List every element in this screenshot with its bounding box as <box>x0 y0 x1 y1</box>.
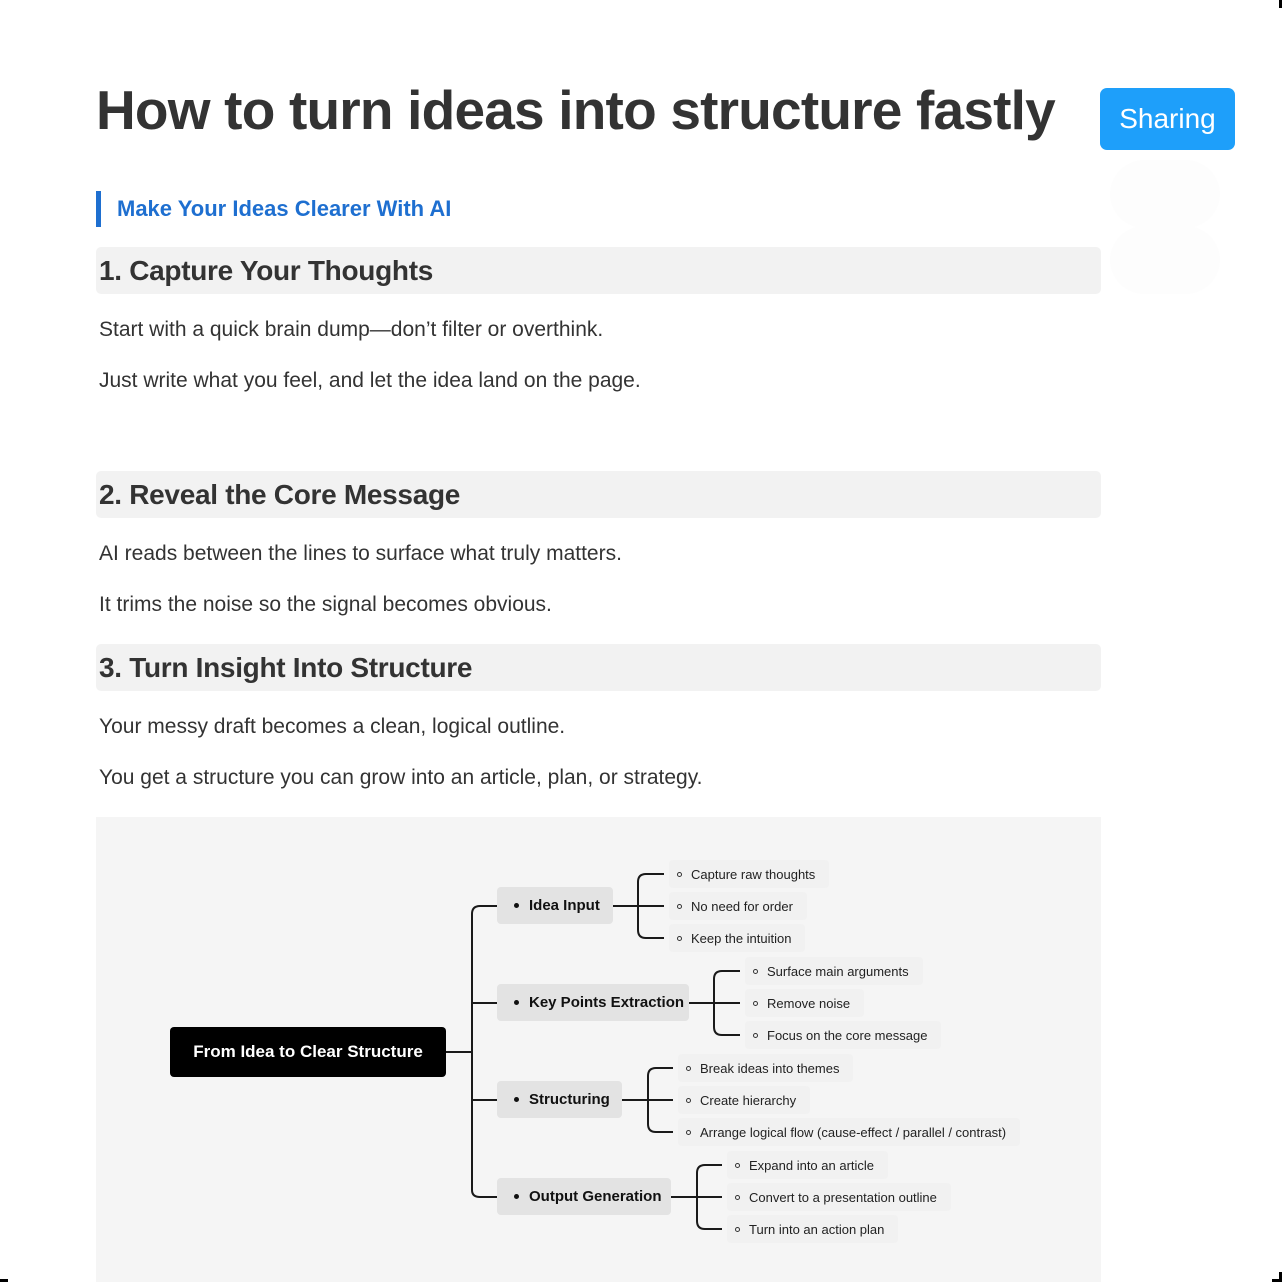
branch-structuring: Structuring <box>497 1081 622 1118</box>
crop-mark <box>1279 1272 1282 1282</box>
section-heading-text: 3. Turn Insight Into Structure <box>99 651 473 683</box>
leaf-label: Expand into an article <box>749 1157 875 1173</box>
leaf-node: Focus on the core message <box>745 1021 942 1049</box>
branch-idea-input: Idea Input <box>497 887 613 924</box>
circle-bullet-icon <box>677 935 682 941</box>
bullet-icon <box>514 1000 519 1005</box>
crop-mark <box>1279 0 1282 8</box>
bullet-icon <box>514 903 519 908</box>
leaf-label: Break ideas into themes <box>700 1060 840 1076</box>
branch-key-points-extraction: Key Points Extraction <box>497 984 689 1021</box>
paragraph: Just write what you feel, and let the id… <box>99 369 641 392</box>
leaf-label: Remove noise <box>767 995 851 1011</box>
paragraph: Your messy draft becomes a clean, logica… <box>99 715 566 738</box>
leaf-label: Convert to a presentation outline <box>749 1189 937 1205</box>
leaf-node: Remove noise <box>745 989 865 1017</box>
leaf-node: Break ideas into themes <box>678 1054 854 1082</box>
section-heading-2: 2. Reveal the Core Message <box>96 471 1101 518</box>
section-heading-3: 3. Turn Insight Into Structure <box>96 644 1101 691</box>
leaf-node: Expand into an article <box>727 1151 889 1179</box>
root-label: From Idea to Clear Structure <box>193 1042 423 1061</box>
paragraph: It trims the noise so the signal becomes… <box>99 593 552 616</box>
mindmap-root-node: From Idea to Clear Structure <box>170 1027 446 1077</box>
circle-bullet-icon <box>677 871 682 877</box>
leaf-label: Create hierarchy <box>700 1092 797 1108</box>
branch-label: Key Points Extraction <box>529 994 685 1011</box>
section-heading-text: 1. Capture Your Thoughts <box>99 254 433 286</box>
leaf-node: Convert to a presentation outline <box>727 1183 951 1211</box>
leaf-node: Create hierarchy <box>678 1086 811 1114</box>
crop-mark <box>1272 1279 1282 1282</box>
ghost-overlay <box>1110 226 1220 294</box>
branch-label: Output Generation <box>529 1188 662 1205</box>
circle-bullet-icon <box>686 1065 691 1071</box>
circle-bullet-icon <box>686 1097 691 1103</box>
leaf-node: Surface main arguments <box>745 957 923 985</box>
leaf-label: Capture raw thoughts <box>691 866 816 882</box>
circle-bullet-icon <box>735 1162 740 1168</box>
branch-output-generation: Output Generation <box>497 1178 671 1215</box>
leaf-label: Arrange logical flow (cause-effect / par… <box>700 1124 1007 1140</box>
leaf-label: Keep the intuition <box>691 930 792 946</box>
leaf-label: No need for order <box>691 898 793 914</box>
circle-bullet-icon <box>677 903 682 909</box>
circle-bullet-icon <box>753 1000 758 1006</box>
bullet-icon <box>514 1097 519 1102</box>
paragraph: You get a structure you can grow into an… <box>99 766 703 789</box>
ghost-overlay <box>1110 160 1220 228</box>
branch-label: Idea Input <box>529 897 600 914</box>
sharing-button[interactable]: Sharing <box>1100 88 1235 150</box>
section-heading-text: 2. Reveal the Core Message <box>99 478 461 510</box>
leaf-label: Turn into an action plan <box>749 1221 885 1237</box>
page-title: How to turn ideas into structure fastly <box>96 79 1056 141</box>
leaf-node: No need for order <box>669 892 807 920</box>
leaf-node: Arrange logical flow (cause-effect / par… <box>678 1118 1021 1146</box>
subtitle-callout: Make Your Ideas Clearer With AI <box>96 191 451 227</box>
circle-bullet-icon <box>735 1194 740 1200</box>
circle-bullet-icon <box>753 1032 758 1038</box>
circle-bullet-icon <box>735 1226 740 1232</box>
circle-bullet-icon <box>753 968 758 974</box>
crop-mark <box>0 1279 8 1282</box>
circle-bullet-icon <box>686 1129 691 1135</box>
paragraph: AI reads between the lines to surface wh… <box>99 542 622 565</box>
leaf-label: Focus on the core message <box>767 1027 928 1043</box>
leaf-node: Keep the intuition <box>669 924 806 952</box>
leaf-node: Capture raw thoughts <box>669 860 830 888</box>
leaf-node: Turn into an action plan <box>727 1215 899 1243</box>
leaf-label: Surface main arguments <box>767 963 909 979</box>
bullet-icon <box>514 1194 519 1199</box>
branch-label: Structuring <box>529 1091 610 1108</box>
section-heading-1: 1. Capture Your Thoughts <box>96 247 1101 294</box>
paragraph: Start with a quick brain dump—don’t filt… <box>99 318 604 341</box>
subtitle-text: Make Your Ideas Clearer With AI <box>117 196 452 221</box>
